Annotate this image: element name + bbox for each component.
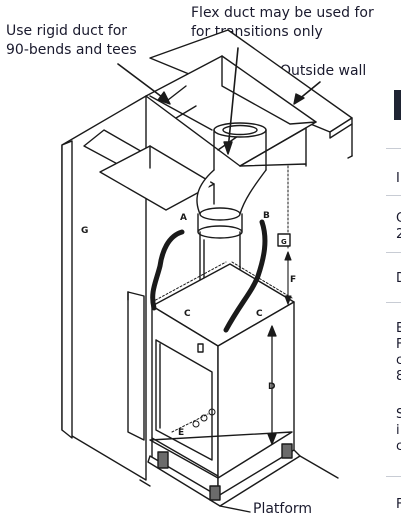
edge-fragment: I [396,171,400,186]
outside-wall-callout: Outside wall [280,63,367,79]
edge-fragment: S [396,407,401,422]
outside-wall-leader [293,81,321,105]
edge-fragment: c [396,439,401,454]
platform-callout: Platform [253,501,313,517]
enclosure-left-wall [61,91,161,481]
edge-fragment: F [396,497,401,512]
rigid-duct-callout-line1: Use rigid duct for [6,23,128,39]
label-g-small: G [281,238,287,246]
edge-fragment: F [396,337,401,352]
flex-duct-leader [223,47,239,155]
edge-rule [386,252,401,253]
side-bracket [127,291,145,441]
label-g: G [81,226,88,236]
g-indicator-box [277,233,291,247]
attic-enclosure [83,55,317,211]
edge-panel-bar [394,90,401,120]
edge-fragment: D [396,272,401,285]
edge-fragment: i [396,423,400,438]
edge-fragment: 8 [396,369,401,384]
edge-fragment: c [396,353,401,368]
label-d: D [268,382,275,392]
dimension-e [171,408,216,433]
edge-fragment: C [396,211,401,226]
label-f: F [290,275,296,285]
dimension-d [267,325,277,445]
label-c-right: C [256,309,263,319]
water-heater-cabinet [149,263,295,501]
edge-rule [386,476,401,477]
label-b: B [263,211,270,221]
dimension-c [151,261,293,303]
edge-rule [386,302,401,303]
floor-lines [139,455,339,487]
label-a: A [180,213,187,223]
flex-duct-callout-line1: Flex duct may be used for [191,5,374,21]
label-c-left: C [184,309,191,319]
rigid-duct-leader [117,63,171,105]
edge-rule [386,148,401,149]
label-e: E [178,428,184,438]
hoses [150,219,268,333]
rigid-duct-callout-line2: 90-bends and tees [6,42,137,58]
rigid-duct-callout: Use rigid duct for 90-bends and tees [6,22,137,60]
edge-fragment: E [396,321,401,336]
edge-fragment: 2 [396,227,401,242]
hose-b [223,219,268,333]
hose-a [150,229,185,311]
edge-rule [386,195,401,196]
